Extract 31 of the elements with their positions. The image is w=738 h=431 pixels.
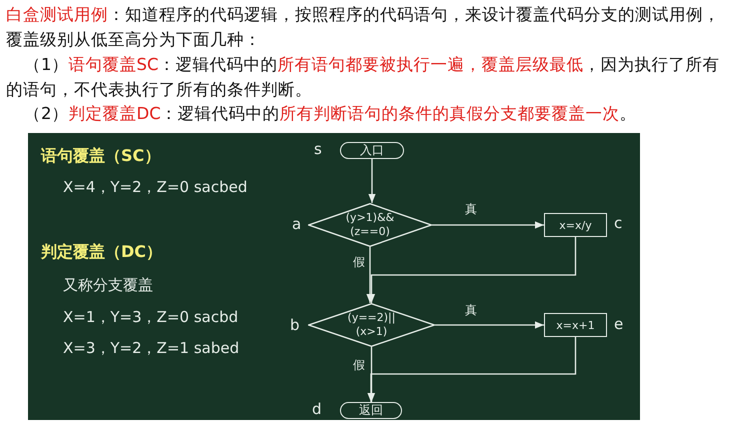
node-letter: c [614,214,622,232]
process-box: x=x+1 [544,313,607,337]
terminal-shape: 返回 [340,402,402,419]
section-heading: 语句覆盖（SC） [41,146,160,167]
terminal-shape: 入口 [340,142,404,159]
edge-label: 假 [352,357,366,374]
paragraph: （2）判定覆盖DC：逻辑代码中的所有判断语句的条件的真假分支都要覆盖一次。 [23,103,638,125]
edge-label: 真 [464,201,478,218]
edge-label: 真 [464,302,478,319]
node-letter: a [292,215,302,233]
node-letter: d [312,400,322,418]
paragraph: 白盒测试用例：知道程序的代码逻辑，按照程序的代码语句，来设计覆盖代码分支的测试用例，覆盖级别从低至高分为下面几种： [6,4,721,51]
node-letter: s [314,140,322,158]
arrow [435,321,544,329]
decision-diamond: (y==2)|| (x>1) [308,303,435,347]
test-case-text: X=3，Y=2，Z=1 sabed [63,339,240,358]
arrow [367,337,576,402]
edge-label: 假 [352,254,366,271]
node-letter: e [614,315,624,333]
node-letter: b [290,316,300,334]
section-heading: 判定覆盖（DC） [41,242,162,263]
arrow [368,347,376,402]
arrow [366,247,374,303]
test-case-text: X=4，Y=2，Z=0 sacbed [63,178,248,197]
process-box: x=x/y [544,213,607,237]
test-case-text: 又称分支覆盖 [63,276,153,295]
arrow [432,221,544,229]
decision-diamond: (y>1)&& (z==0) [308,203,432,247]
arrow [368,159,376,203]
test-case-text: X=1，Y=3，Z=0 sacbd [63,308,238,327]
paragraph: （1）语句覆盖SC：逻辑代码中的所有语句都要被执行一遍，覆盖层级最低，因为执行了所有的语句，不代表执行了所有的条件判断。 [6,54,720,101]
